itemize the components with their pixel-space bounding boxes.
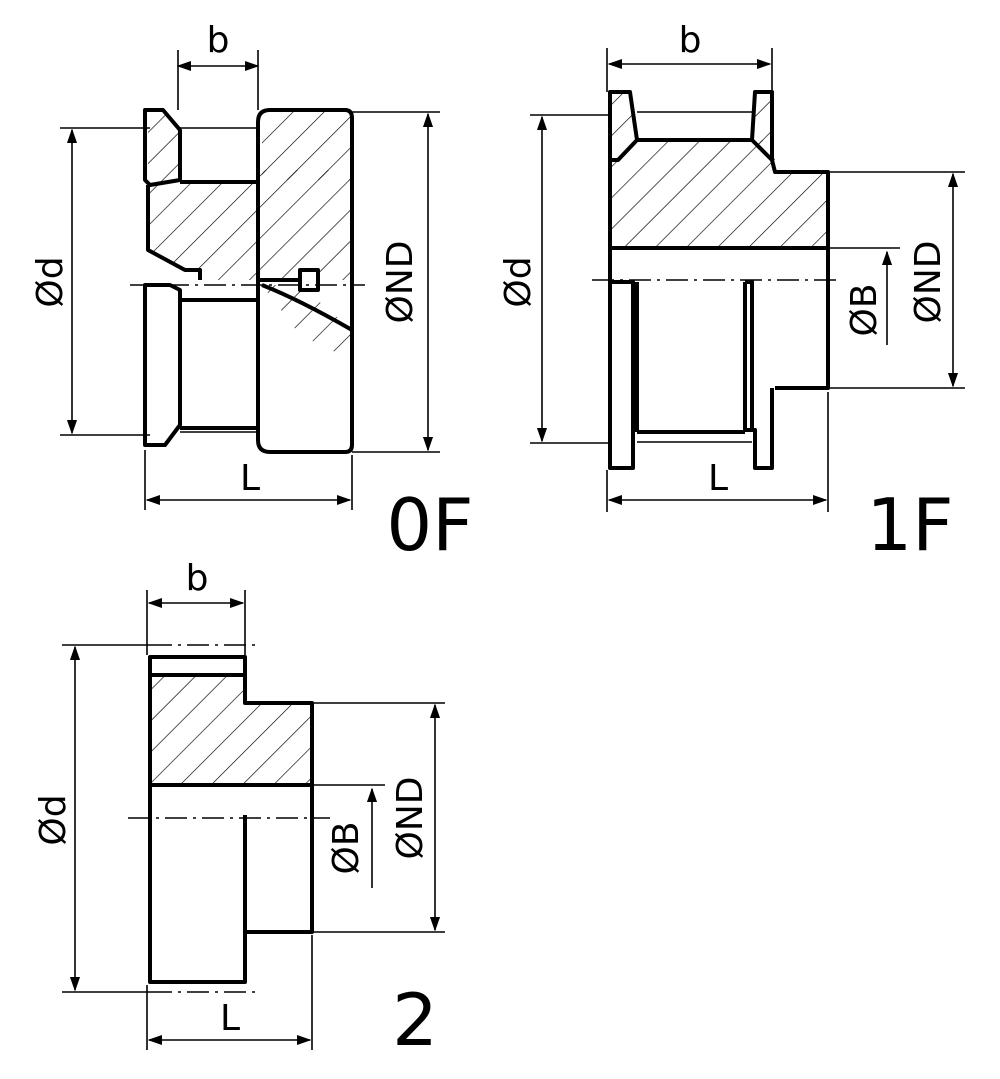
outline-0F-bore-curve — [261, 283, 353, 332]
type-label-0F: 0F — [386, 483, 473, 567]
type-label-1F: 1F — [866, 483, 953, 567]
section-0F-hub — [148, 170, 352, 280]
section-0F-flange — [148, 112, 178, 182]
outline-2-lower — [148, 785, 314, 984]
label-1F-B: ØB — [844, 283, 885, 336]
variant-2: b Ød ØB ØND L 2 — [33, 558, 445, 1062]
label-1F-b: b — [679, 20, 702, 61]
label-2-L: L — [220, 998, 240, 1039]
label-2-B: ØB — [326, 821, 367, 874]
outline-1F-lower — [608, 248, 774, 470]
section-1F-body — [610, 140, 828, 248]
section-1F-flange-left — [610, 92, 637, 160]
outline-0F-lower — [143, 283, 258, 447]
variant-0F: b Ød ØND L 0F — [30, 20, 474, 567]
outline-2-body — [148, 675, 314, 787]
outline-2-teeth — [148, 655, 247, 677]
label-2-ND: ØND — [390, 777, 431, 860]
section-0F-lower — [262, 285, 352, 360]
outline-0F-body — [146, 180, 320, 292]
label-0F-L: L — [240, 458, 260, 499]
outline-0F-ring — [256, 108, 354, 454]
label-1F-d: Ød — [498, 256, 539, 307]
label-0F-ND: ØND — [380, 241, 421, 324]
label-0F-b: b — [207, 20, 230, 61]
label-0F-d: Ød — [30, 256, 71, 307]
label-2-d: Ød — [33, 794, 74, 845]
label-2-b: b — [186, 558, 209, 599]
type-label-2: 2 — [392, 978, 438, 1062]
section-2-body — [150, 675, 312, 785]
variant-1F: b Ød ØB ØND L 1F — [498, 20, 965, 567]
section-0F-ring — [262, 112, 352, 180]
outline-1F-flange-left — [608, 90, 639, 162]
label-1F-ND: ØND — [908, 241, 949, 324]
label-1F-L: L — [708, 458, 728, 499]
